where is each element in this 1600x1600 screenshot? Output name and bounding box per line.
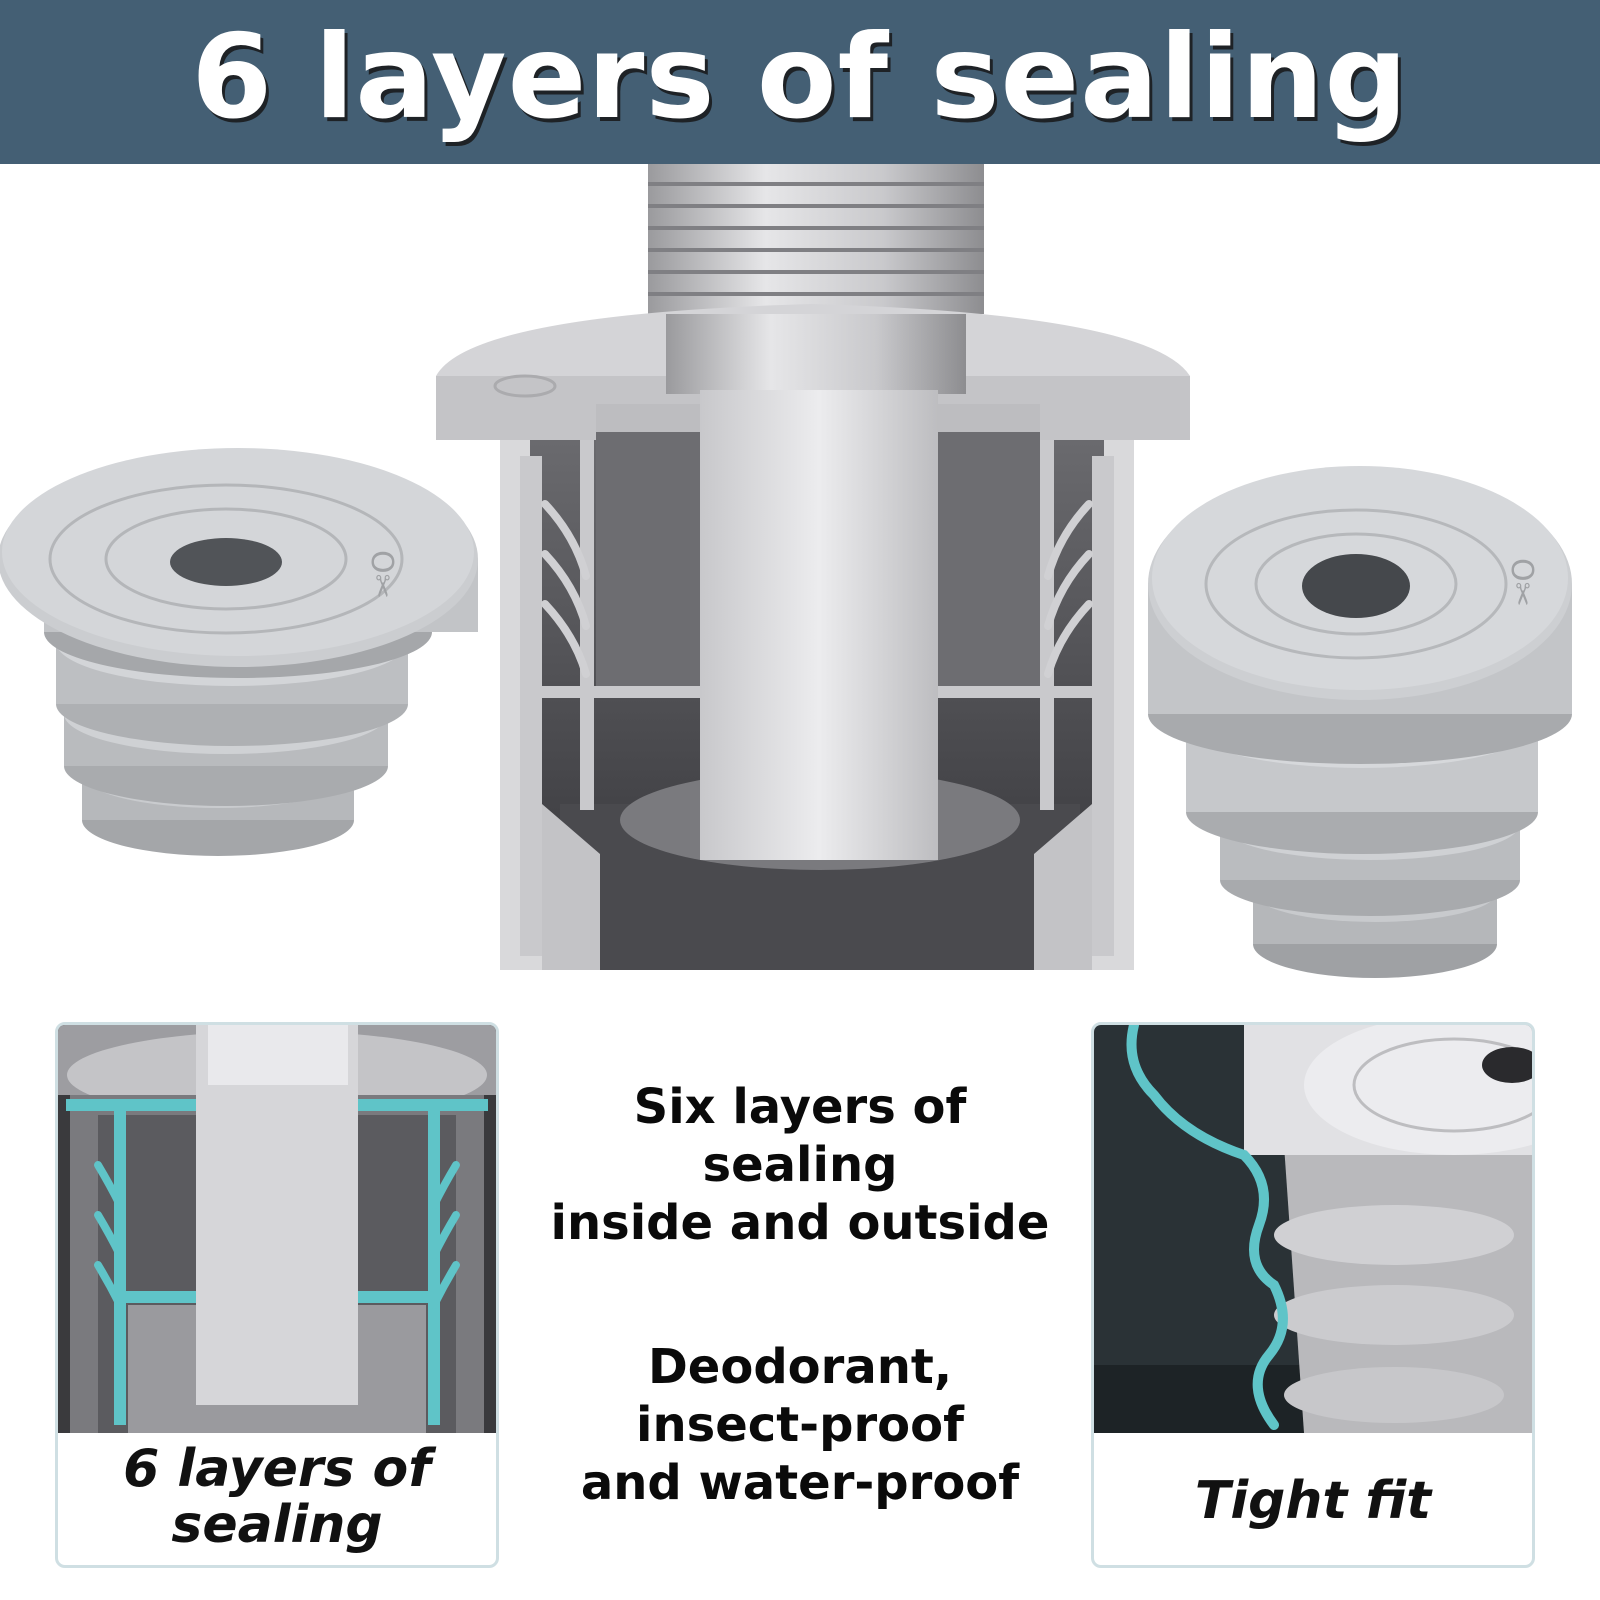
feature-text-proofing: Deodorant, insect-proof and water-proof bbox=[520, 1338, 1080, 1512]
proofing-text-line-2: insect-proof bbox=[636, 1397, 964, 1453]
proofing-text-line-3: and water-proof bbox=[580, 1455, 1020, 1511]
sealing-text-line-2: sealing bbox=[702, 1137, 898, 1193]
left-panel-caption: 6 layers of sealing bbox=[58, 1433, 496, 1565]
sealing-text-line-1: Six layers of bbox=[633, 1079, 967, 1135]
sealing-text-line-3: inside and outside bbox=[550, 1195, 1050, 1251]
left-caption-line-1: 6 layers of bbox=[123, 1439, 431, 1499]
right-panel-illustration bbox=[1094, 1025, 1532, 1433]
right-feature-panel: Tight fit bbox=[1091, 1022, 1535, 1568]
left-feature-panel: 6 layers of sealing bbox=[55, 1022, 499, 1568]
left-caption-line-2: sealing bbox=[171, 1495, 383, 1555]
cap-symbol-right: O✂ bbox=[1504, 558, 1539, 607]
left-seal-plug: O✂ bbox=[0, 448, 478, 856]
feature-text-sealing: Six layers of sealing inside and outside bbox=[520, 1078, 1080, 1252]
right-caption-text: Tight fit bbox=[1194, 1471, 1432, 1531]
hero-illustration: O✂ O✂ bbox=[0, 164, 1572, 978]
left-panel-illustration bbox=[58, 1025, 496, 1433]
right-panel-caption: Tight fit bbox=[1094, 1433, 1532, 1565]
proofing-text-line-1: Deodorant, bbox=[647, 1339, 953, 1395]
banner-title: 6 layers of sealing bbox=[191, 9, 1409, 145]
title-banner: 6 layers of sealing bbox=[0, 0, 1600, 164]
central-drain-cutaway bbox=[436, 164, 1190, 970]
right-seal-plug: O✂ bbox=[1148, 466, 1572, 978]
cap-symbol-left: O✂ bbox=[364, 550, 399, 599]
